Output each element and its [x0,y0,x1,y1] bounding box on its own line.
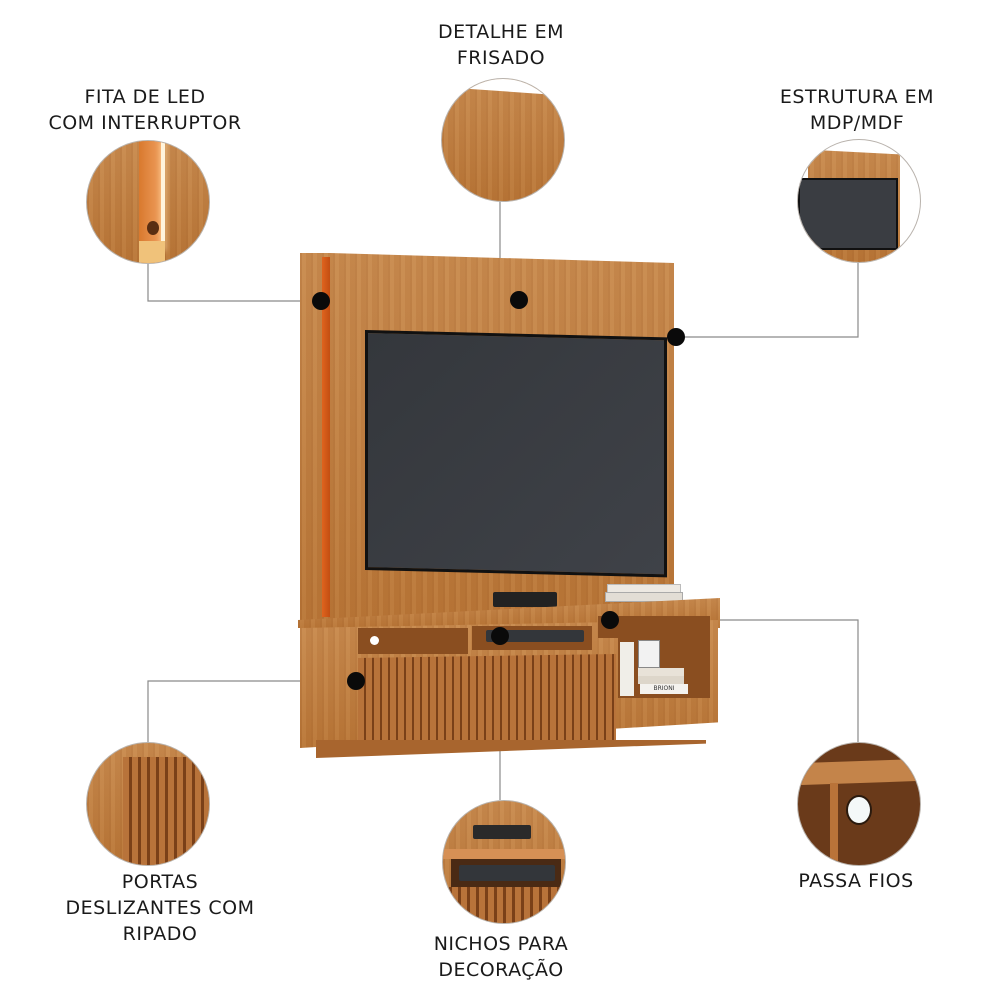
detail-circle-passa-fios [797,742,921,866]
callout-dot-portas [347,672,365,690]
led-strip [161,141,165,251]
cable-hole-icon [846,795,872,825]
soundbar-icon [473,825,531,839]
label-passa-fios: PASSA FIOS [798,868,913,894]
label-frisado: DETALHE EM FRISADO [438,19,564,71]
label-frisado-line2: FRISADO [456,47,546,69]
book-stack-top-2 [605,592,683,602]
label-led: FITA DE LED COM INTERRUPTOR [48,84,241,136]
slat-pattern [123,757,209,865]
book-photo [638,640,660,668]
detail-circle-nichos [442,800,566,924]
label-estrutura-line2: MDP/MDF [809,112,905,134]
detail-circle-portas [86,742,210,866]
label-portas-line2: DESLIZANTES COM [65,897,255,919]
label-led-line1: FITA DE LED [84,86,206,108]
niche-center [472,626,592,650]
slat-pattern [443,887,565,923]
label-led-line2: COM INTERRUPTOR [48,112,242,134]
niche-left [358,628,468,654]
callout-dot-nichos [491,627,509,645]
shelf-top [443,849,565,859]
detail-circle-led [86,140,210,264]
label-portas-line3: RIPADO [122,923,198,945]
niche-right [598,616,710,638]
callout-dot-frisado [510,291,528,309]
led-strip-channel [322,257,330,617]
label-nichos: NICHOS PARA DECORAÇÃO [434,931,569,983]
switch-icon [147,221,159,235]
book-stack-2 [638,676,684,684]
soundbar [493,592,557,607]
receiver-icon [459,865,555,881]
label-estrutura-line1: ESTRUTURA EM [779,86,935,108]
divider [830,783,838,865]
label-estrutura: ESTRUTURA EM MDP/MDF [780,84,934,136]
label-frisado-line1: DETALHE EM [437,21,565,43]
book-upright [620,642,634,696]
callout-dot-estrutura [667,328,685,346]
book-stack-1 [638,668,684,676]
led-glow [139,241,165,263]
open-shelf-niche: BRIONI [618,636,710,698]
label-nichos-line2: DECORAÇÃO [438,959,564,981]
tv-corner [798,178,898,250]
detail-circle-frisado [441,78,565,202]
cable-hole [370,636,379,645]
label-nichos-line1: NICHOS PARA [433,933,569,955]
label-portas: PORTAS DESLIZANTES COM RIPADO [66,869,255,947]
callout-dot-led [312,292,330,310]
detail-circle-estrutura [797,139,921,263]
label-portas-line1: PORTAS [121,871,199,893]
label-passa-fios-line1: PASSA FIOS [798,870,914,892]
rack-base [316,740,706,758]
book-brioni: BRIONI [640,684,688,694]
sliding-slatted-doors [358,654,616,746]
tv-screen [365,330,667,578]
receiver [486,630,584,642]
callout-dot-passa-fios [601,611,619,629]
